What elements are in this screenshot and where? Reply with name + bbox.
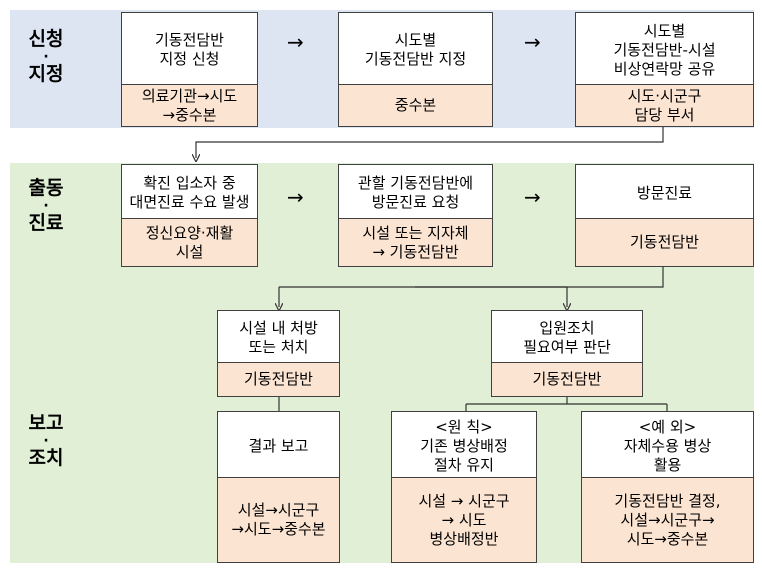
box-task: 확진 입소자 중 대면진료 수요 발생 xyxy=(122,165,257,221)
box-actor: 시설→시군구 →시도→중수본 xyxy=(218,477,339,562)
connector-row1-to-row2 xyxy=(196,127,664,158)
box-actor: 기동전담반 xyxy=(492,362,642,396)
box-actor: 의료기관→시도 →중수본 xyxy=(122,84,257,126)
box-task: <원 칙> 기존 병상배정 절차 유지 xyxy=(392,412,536,480)
box-task: 시도별 기동전담반 지정 xyxy=(339,13,492,87)
stage-line2: 조치 xyxy=(28,447,64,469)
box-actor: 시도·시군구 담당 부서 xyxy=(576,84,753,126)
box-result-report: 결과 보고 시설→시군구 →시도→중수본 xyxy=(217,411,340,563)
stage-label-application: 신청 · 지정 xyxy=(14,28,78,86)
stage-label-dispatch: 출동 · 진료 xyxy=(14,177,78,235)
box-actor: 시설 또는 지자체 → 기동전담반 xyxy=(339,218,492,266)
box-task: 시설 내 처방 또는 처치 xyxy=(218,311,339,365)
box-task: 기동전담반 지정 신청 xyxy=(122,13,257,87)
box-actor: 정신요양·재활 시설 xyxy=(122,218,257,266)
box-task: 방문진료 xyxy=(576,165,753,221)
box-admission-decision: 입원조치 필요여부 판단 기동전담반 xyxy=(491,310,643,397)
box-designation: 시도별 기동전담반 지정 중수본 xyxy=(338,12,493,127)
stage-line2: 진료 xyxy=(28,212,64,234)
box-task: 결과 보고 xyxy=(218,412,339,480)
box-contact-sharing: 시도별 기동전담반-시설 비상연락망 공유 시도·시군구 담당 부서 xyxy=(575,12,754,127)
box-task: 입원조치 필요여부 판단 xyxy=(492,311,642,365)
stage-dot: · xyxy=(43,198,49,214)
box-demand: 확진 입소자 중 대면진료 수요 발생 정신요양·재활 시설 xyxy=(121,164,258,267)
arrow-b4-b5: → xyxy=(287,185,304,209)
box-actor: 기동전담반 xyxy=(576,218,753,266)
stage-line1: 출동 xyxy=(28,177,64,199)
stage-dot: · xyxy=(43,433,49,449)
box-actor: 중수본 xyxy=(339,84,492,126)
connector-visit-to-split xyxy=(415,267,664,288)
arrow-b5-b6: → xyxy=(524,185,541,209)
box-actor: 시설 → 시군구 → 시도 병상배정반 xyxy=(392,477,536,562)
stage-label-report: 보고 · 조치 xyxy=(14,412,78,470)
box-visit-request: 관할 기동전담반에 방문진료 요청 시설 또는 지자체 → 기동전담반 xyxy=(338,164,493,267)
arrow-b1-b2: → xyxy=(287,30,304,54)
box-designation-request: 기동전담반 지정 신청 의료기관→시도 →중수본 xyxy=(121,12,258,127)
stage-dot: · xyxy=(43,49,49,65)
box-principle: <원 칙> 기존 병상배정 절차 유지 시설 → 시군구 → 시도 병상배정반 xyxy=(391,411,537,563)
box-in-facility-treatment: 시설 내 처방 또는 처치 기동전담반 xyxy=(217,310,340,397)
box-actor: 기동전담반 결정, 시설→시군구→ 시도→중수본 xyxy=(582,477,753,562)
box-actor: 기동전담반 xyxy=(218,362,339,396)
box-task: 관할 기동전담반에 방문진료 요청 xyxy=(339,165,492,221)
arrow-b2-b3: → xyxy=(524,30,541,54)
stage-line2: 지정 xyxy=(28,63,64,85)
box-visit: 방문진료 기동전담반 xyxy=(575,164,754,267)
stage-line1: 신청 xyxy=(28,28,64,50)
box-task: 시도별 기동전담반-시설 비상연락망 공유 xyxy=(576,13,753,87)
stage-line1: 보고 xyxy=(28,412,64,434)
box-exception: <예 외> 자체수용 병상 활용 기동전담반 결정, 시설→시군구→ 시도→중수… xyxy=(581,411,754,563)
box-task: <예 외> 자체수용 병상 활용 xyxy=(582,412,753,480)
